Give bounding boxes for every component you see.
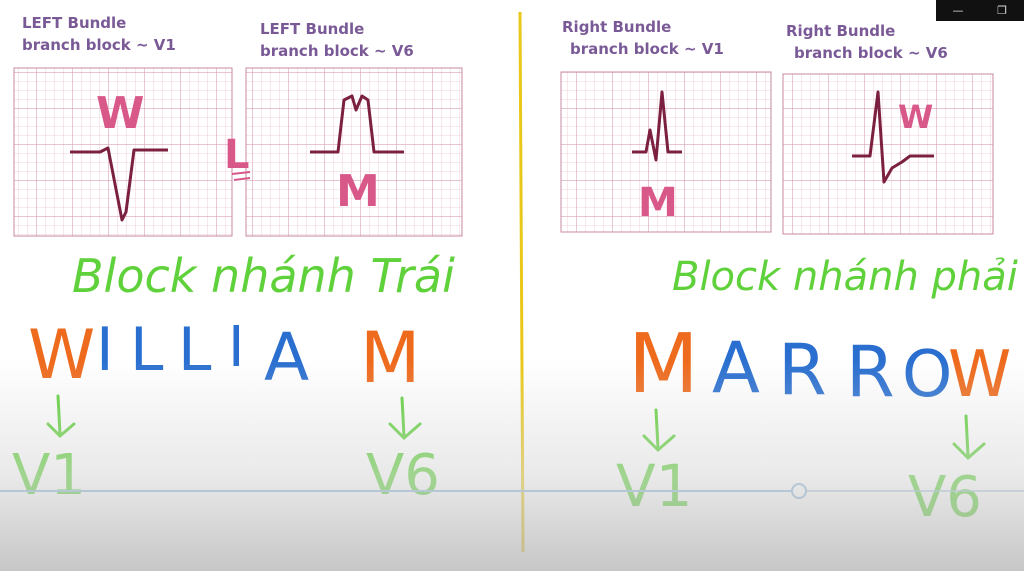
marrow-letter-3: R xyxy=(778,329,827,411)
left-v6-title-line1: LEFT Bundle xyxy=(260,20,364,38)
left-first-arrow xyxy=(46,394,76,439)
marrow-letter-5: O xyxy=(902,338,952,412)
mnemonic-marrow: M A R R O W xyxy=(628,317,1011,413)
left-v6-title-line2: branch block ~ V6 xyxy=(260,42,414,60)
right-v1-wave-letter: M xyxy=(638,180,678,226)
left-v1-title-line2: branch block ~ V1 xyxy=(22,36,176,54)
window-controls: — ❐ xyxy=(936,0,1024,21)
ecg-panel-left-v1 xyxy=(13,67,233,237)
ecg-panel-right-v1 xyxy=(560,71,772,233)
right-v6-wave-letter: W xyxy=(898,98,933,136)
william-letter-4: L xyxy=(178,315,212,385)
william-letter-2: I xyxy=(96,315,114,385)
center-divider xyxy=(518,11,525,553)
right-heading: Block nhánh phải xyxy=(672,254,1018,300)
right-v1-title-line2: branch block ~ V1 xyxy=(570,40,724,58)
left-last-lead: V6 xyxy=(366,443,440,508)
left-bundle-letter: L xyxy=(224,132,250,178)
marrow-letter-6: W xyxy=(948,338,1011,412)
william-letter-1: W xyxy=(28,316,95,395)
marrow-letter-4: R xyxy=(846,331,895,413)
left-last-arrow xyxy=(388,396,422,441)
william-letter-5: I xyxy=(228,315,245,380)
mnemonic-william: W I L L I A M xyxy=(28,315,420,399)
left-v1-wave-letter: W xyxy=(96,88,145,139)
left-v1-title-line1: LEFT Bundle xyxy=(22,14,126,32)
ecg-panel-right-v6 xyxy=(782,73,994,235)
william-letter-6: A xyxy=(264,319,309,396)
left-bundle-letter-mark xyxy=(231,171,251,181)
marrow-letter-1: M xyxy=(628,317,699,412)
progress-handle[interactable] xyxy=(791,483,807,499)
right-v6-title-line1: Right Bundle xyxy=(786,22,895,40)
left-heading: Block nhánh Trái xyxy=(72,249,455,303)
right-v1-title-line1: Right Bundle xyxy=(562,18,671,36)
right-last-lead: V6 xyxy=(908,465,982,530)
marrow-letter-2: A xyxy=(712,327,760,409)
minimize-button[interactable]: — xyxy=(952,4,964,17)
william-letter-3: L xyxy=(130,315,164,385)
right-first-lead: V1 xyxy=(616,452,693,520)
ecg-panel-left-v6 xyxy=(245,67,463,237)
right-first-arrow xyxy=(642,408,676,453)
right-last-arrow xyxy=(952,414,986,461)
right-v6-title-line2: branch block ~ V6 xyxy=(794,44,948,62)
william-letter-7: M xyxy=(360,317,420,399)
left-first-lead: V1 xyxy=(12,443,86,508)
restore-button[interactable]: ❐ xyxy=(997,4,1007,17)
left-v6-wave-letter: M xyxy=(336,166,380,217)
